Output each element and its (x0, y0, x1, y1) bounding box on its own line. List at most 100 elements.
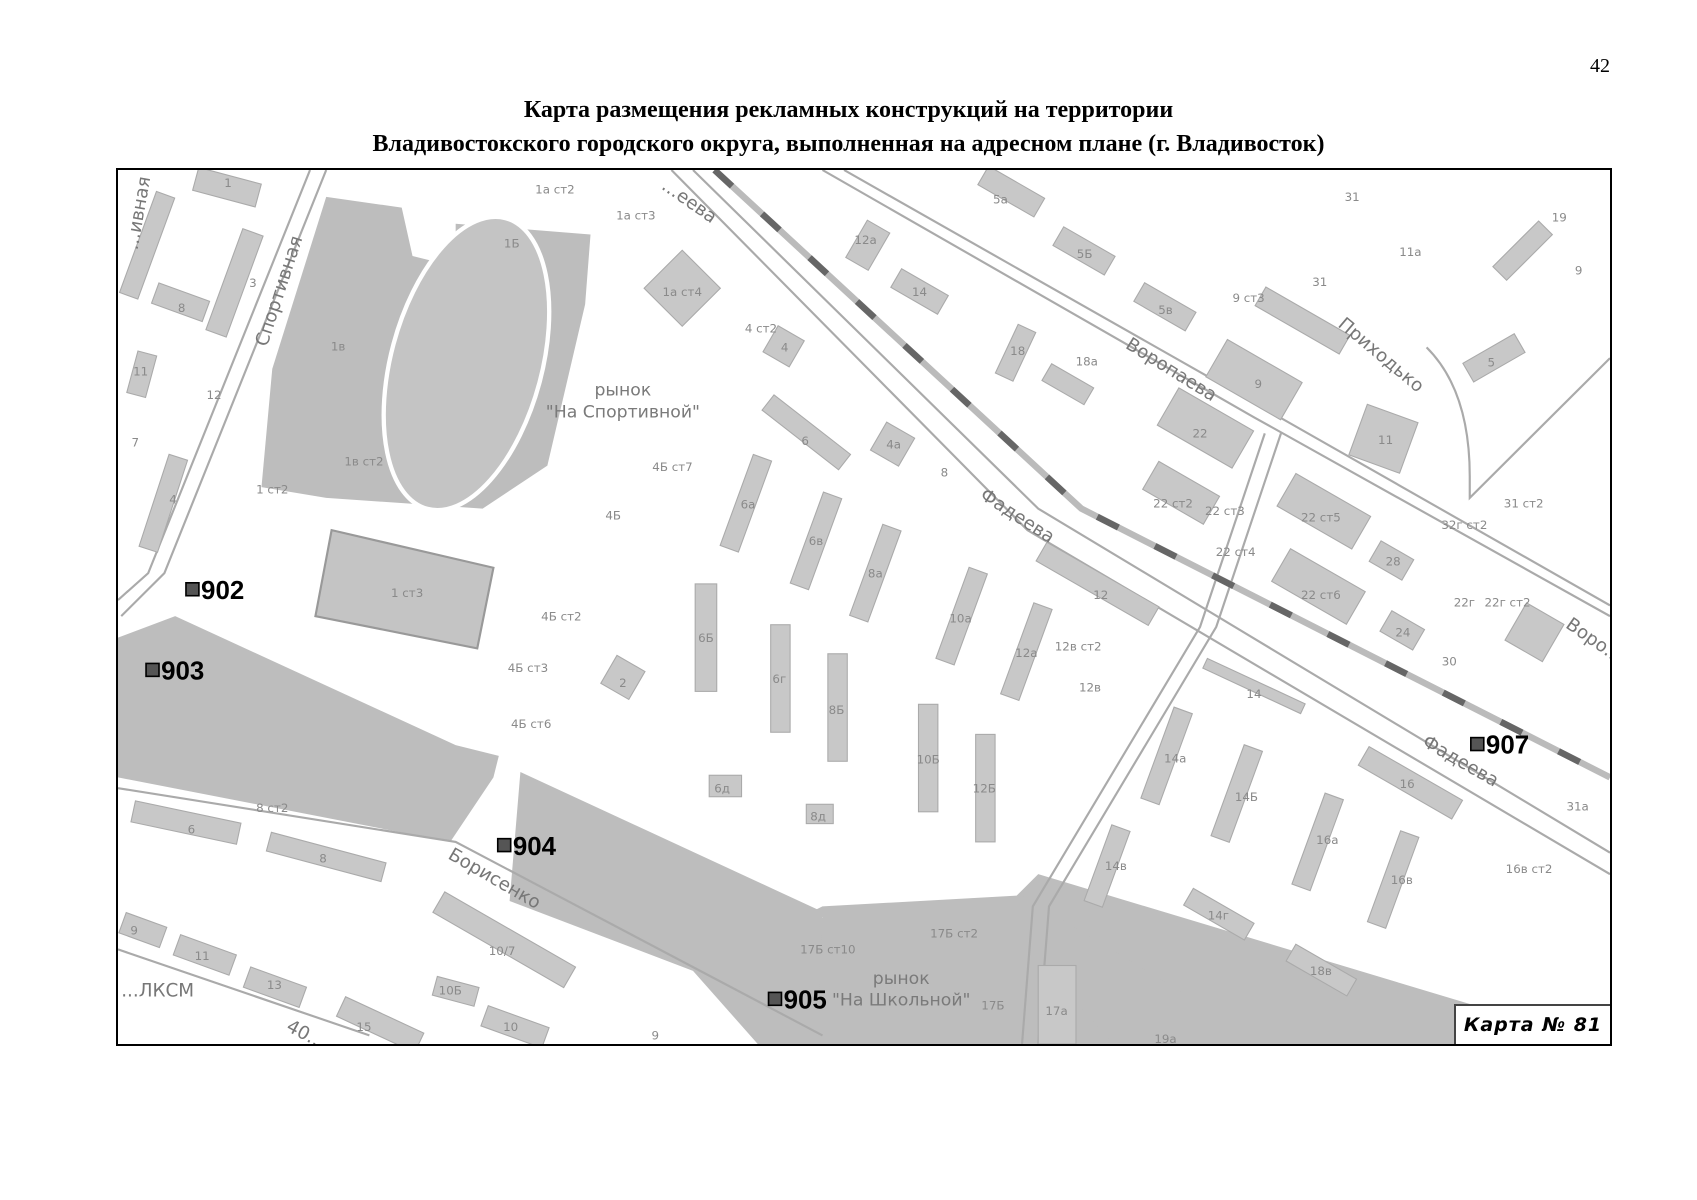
document-title: Карта размещения рекламных конструкций н… (0, 93, 1697, 161)
building-number-label: 6 (188, 822, 196, 836)
building-number-label: 10 (503, 1020, 518, 1034)
building-number-label: 5Б (1077, 247, 1093, 261)
building-number-label: 1 (224, 176, 232, 190)
building-number-label: 17Б ст2 (930, 927, 978, 941)
building-number-label: 8а (868, 566, 883, 580)
market-label: "На Школьной" (832, 990, 971, 1010)
building-number-label: 9 (1255, 377, 1263, 391)
building-number-label: 17Б ст10 (800, 943, 855, 957)
building-number-label: 1а ст3 (616, 208, 656, 222)
billboard-icon (185, 582, 200, 597)
building-number-label: 6г (772, 672, 786, 686)
building-number-label: 17а (1045, 1004, 1067, 1018)
map-buildings (118, 170, 1565, 1044)
building-number-label: 16 (1400, 777, 1415, 791)
building-number-label: 22 (1193, 427, 1208, 441)
building-number-label: 12в (1079, 680, 1101, 694)
building-number-label: 31 (1312, 275, 1327, 289)
building-number-label: 8 (319, 851, 327, 865)
building-number-label: 5а (993, 192, 1008, 206)
building-number-label: 17Б (981, 999, 1004, 1013)
ad-marker-number: 903 (161, 658, 204, 686)
building-number-label: 32г ст2 (1441, 518, 1487, 532)
street-label: Фадеева (976, 484, 1058, 547)
building-number-label: 8 (941, 465, 949, 479)
building-number-label: 28 (1386, 555, 1401, 569)
building-number-label: 24 (1395, 626, 1410, 640)
page-number: 42 (1590, 55, 1610, 77)
building-number-label: 4 (169, 492, 177, 506)
street-label: ...ЛКСМ (121, 981, 194, 1002)
building-number-label: 6Б (698, 631, 714, 645)
building-number-label: 14 (1246, 687, 1261, 701)
building-number-label: 2 (619, 676, 627, 690)
building-number-label: 18 (1010, 344, 1025, 358)
building-number-label: 8д (810, 809, 826, 823)
street-label: Воро... (1562, 614, 1610, 668)
market-label: рынок (594, 381, 651, 401)
building-number-label: 4 (781, 341, 789, 355)
ad-marker-904[interactable]: 904 (496, 833, 557, 861)
building-number-label: 11 (1378, 433, 1393, 447)
building-number-label: 9 ст3 (1232, 291, 1264, 305)
building-number-label: 1Б (504, 236, 520, 250)
building-number-label: 12 (1093, 588, 1108, 602)
building-number-label: 10Б (439, 984, 462, 998)
building-number-label: 4Б (605, 508, 621, 522)
building-number-label: 4 ст2 (745, 321, 777, 335)
building-number-label: 14в (1105, 859, 1127, 873)
building-number-label: 22 ст2 (1153, 497, 1193, 511)
building-number-label: 4Б ст3 (508, 661, 548, 675)
building-number-label: 22г ст2 (1484, 595, 1530, 609)
building-number-label: 12в ст2 (1055, 640, 1102, 654)
building-number-label: 5в (1158, 303, 1173, 317)
building-number-label: 19 (1552, 211, 1567, 225)
map-roads (118, 170, 1610, 1044)
billboard-icon (145, 662, 160, 678)
building-number-label: 1 ст2 (256, 483, 288, 497)
ad-marker-902[interactable]: 902 (185, 577, 244, 605)
building-number-label: 4а (886, 437, 901, 451)
building-number-label: 22г (1454, 595, 1475, 609)
building-number-label: 31 ст2 (1504, 497, 1544, 511)
map-number-card: Карта № 81 (1454, 1004, 1610, 1044)
title-line-2: Владивостокского городского округа, выпо… (372, 131, 1325, 157)
building-number-label: 22 ст5 (1301, 511, 1341, 525)
building-number-label: 10/7 (489, 944, 516, 958)
building-number-label: 6д (714, 781, 730, 795)
building-number-label: 12а (1015, 646, 1037, 660)
building-number-label: 1в (331, 340, 346, 354)
ad-markers[interactable]: 902 903 904 905 907 (145, 577, 1529, 1015)
building-number-label: 11 (195, 949, 210, 963)
street-label: ...еева (658, 175, 721, 228)
railway (712, 170, 1610, 781)
street-label: Воропаева (1122, 334, 1221, 406)
building-number-label: 6в (809, 534, 824, 548)
ad-marker-907[interactable]: 907 (1470, 732, 1529, 760)
building-number-label: 31а (1566, 800, 1588, 814)
building-number-label: 5 (1488, 356, 1496, 370)
building-number-label: 16в (1391, 873, 1413, 887)
ad-marker-905[interactable]: 905 (767, 987, 827, 1015)
ad-marker-number: 905 (784, 987, 827, 1015)
building-number-label: 6 (801, 434, 809, 448)
building-number-label: 8 ст2 (256, 801, 288, 815)
ad-marker-number: 904 (513, 833, 557, 861)
building-number-label: 12 (206, 388, 221, 402)
building-number-label: 1в ст2 (344, 455, 383, 469)
building-number-label: 16а (1316, 833, 1338, 847)
billboard-icon (767, 991, 783, 1007)
building-number-label: 18а (1076, 355, 1098, 369)
building-number-label: 12а (854, 233, 876, 247)
map-canvas[interactable]: Спортивная...ивная...ееваВоропаеваПриход… (118, 170, 1610, 1044)
building-number-label: 14Б (1235, 790, 1258, 804)
building-number-label: 1 ст3 (391, 586, 423, 600)
title-line-1: Карта размещения рекламных конструкций н… (523, 97, 1174, 123)
billboard-icon (1470, 736, 1485, 752)
building-number-label: 30 (1442, 655, 1457, 669)
building-number-label: 6а (741, 498, 756, 512)
building-number-label: 9 (1575, 263, 1583, 277)
building-number-label: 11 (133, 364, 148, 378)
ad-marker-903[interactable]: 903 (145, 658, 204, 686)
